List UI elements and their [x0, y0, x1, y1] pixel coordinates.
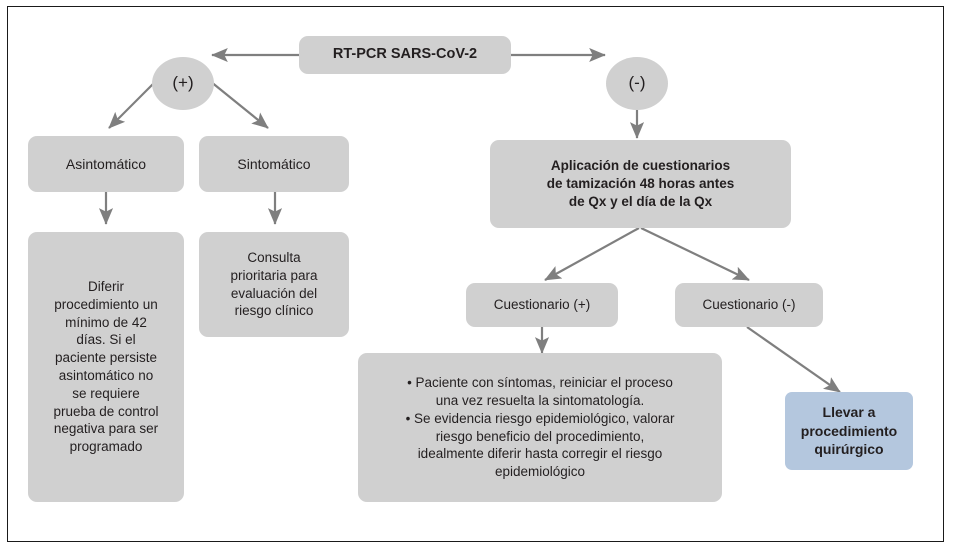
node-positive-result-label: (+): [172, 73, 194, 93]
list-item: • Paciente con síntomas, reiniciar el pr…: [407, 375, 673, 408]
node-questionnaire-positive[interactable]: Cuestionario (+): [466, 283, 618, 327]
node-questionnaire-negative[interactable]: Cuestionario (-): [675, 283, 823, 327]
node-defer-procedure[interactable]: Diferir procedimiento un mínimo de 42 dí…: [28, 232, 184, 502]
list-item: • Se evidencia riesgo epidemiológico, va…: [405, 410, 675, 480]
node-positive-actions[interactable]: • Paciente con síntomas, reiniciar el pr…: [358, 353, 722, 502]
node-priority-consult[interactable]: Consulta prioritaria para evaluación del…: [199, 232, 349, 337]
node-symptomatic-label: Sintomático: [237, 155, 311, 172]
node-asymptomatic-label: Asintomático: [65, 155, 147, 172]
node-rt-pcr[interactable]: RT-PCR SARS-CoV-2: [299, 36, 511, 74]
node-negative-result[interactable]: (-): [606, 57, 668, 110]
node-questionnaire-positive-label: Cuestionario (+): [493, 297, 591, 313]
node-negative-result-label: (-): [628, 73, 646, 93]
node-proceed-to-surgery[interactable]: Llevar a procedimiento quirúrgico: [785, 392, 913, 470]
node-defer-procedure-text: Diferir procedimiento un mínimo de 42 dí…: [53, 278, 159, 455]
node-positive-result[interactable]: (+): [152, 57, 214, 110]
node-priority-consult-text: Consulta prioritaria para evaluación del…: [230, 249, 318, 319]
node-symptomatic[interactable]: Sintomático: [199, 136, 349, 192]
node-rt-pcr-label: RT-PCR SARS-CoV-2: [332, 46, 478, 63]
node-asymptomatic[interactable]: Asintomático: [28, 136, 184, 192]
node-questionnaire-negative-label: Cuestionario (-): [702, 297, 796, 313]
node-proceed-to-surgery-text: Llevar a procedimiento quirúrgico: [800, 404, 898, 458]
node-positive-actions-list: • Paciente con síntomas, reiniciar el pr…: [358, 374, 722, 481]
node-screening-questionnaire-text: Aplicación de cuestionarios de tamizació…: [546, 158, 735, 209]
node-screening-questionnaire[interactable]: Aplicación de cuestionarios de tamizació…: [490, 140, 791, 228]
